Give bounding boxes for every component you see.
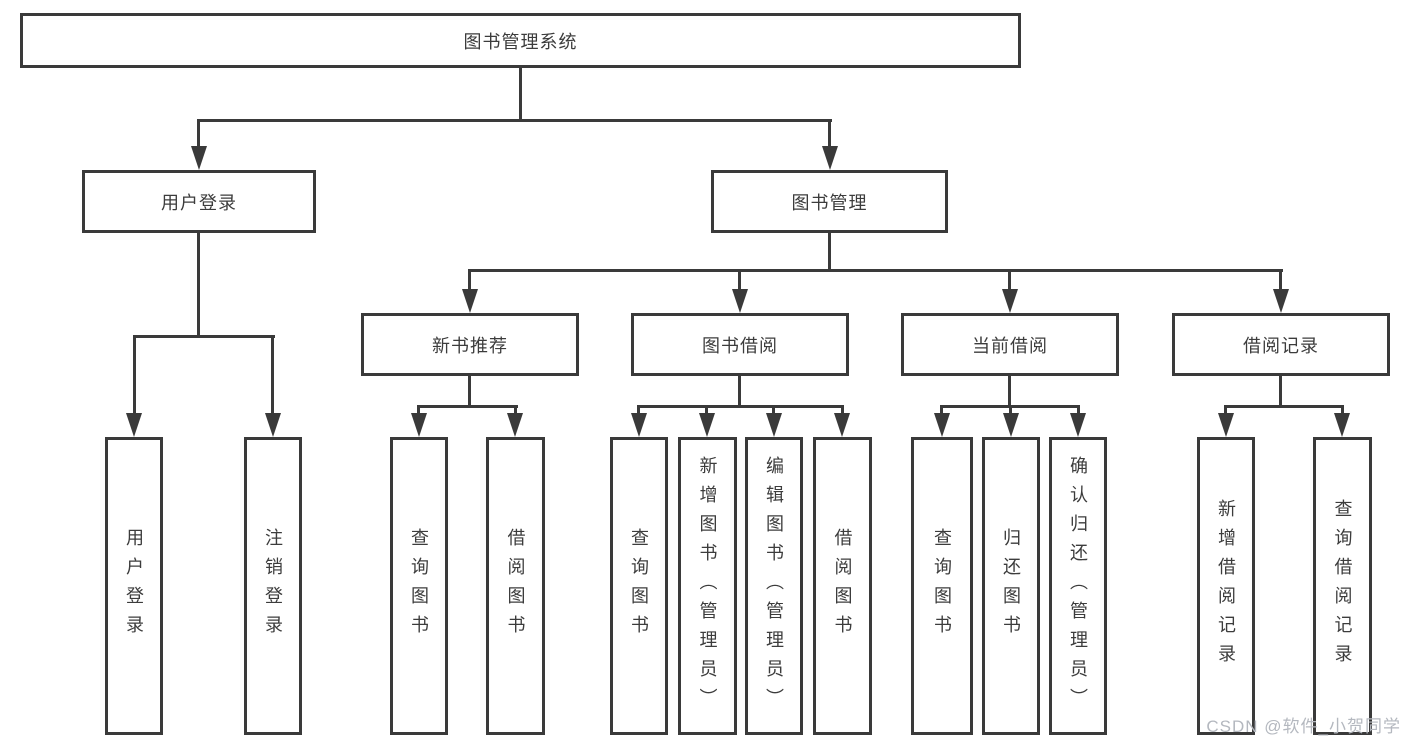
node-borrow-records: 借阅记录 bbox=[1172, 313, 1390, 376]
arrowhead-new-book bbox=[462, 289, 478, 313]
node-book-borrow: 图书借阅 bbox=[631, 313, 849, 376]
leaf-query-books-recommend: 查询图书 bbox=[390, 437, 448, 735]
connector-borrow-records-crossbar bbox=[1224, 405, 1344, 408]
arrowhead-return-books bbox=[1003, 413, 1019, 437]
node-label: 借阅记录 bbox=[1243, 335, 1319, 356]
node-label: 借阅图书 bbox=[505, 528, 526, 644]
connector-drop-add-record bbox=[1224, 405, 1227, 417]
node-label: 新书推荐 bbox=[432, 335, 508, 356]
watermark: CSDN @软件_小贺同学 bbox=[1206, 717, 1401, 736]
leaf-user-login: 用户登录 bbox=[105, 437, 163, 735]
node-label: 查询图书 bbox=[629, 528, 649, 644]
leaf-logout-login: 注销登录 bbox=[244, 437, 302, 735]
connector-drop-query-books-2 bbox=[637, 405, 640, 417]
arrowhead-query-books-3 bbox=[934, 413, 950, 437]
connector-drop-user-login bbox=[197, 119, 200, 149]
arrowhead-query-books-1 bbox=[411, 413, 427, 437]
arrowhead-borrow-records bbox=[1273, 289, 1289, 313]
connector-drop-query-record bbox=[1341, 405, 1344, 417]
connector-new-book-stem bbox=[468, 375, 471, 408]
connector-root-stem bbox=[519, 68, 522, 122]
connector-borrow-records-stem bbox=[1279, 375, 1282, 408]
connector-drop-borrow-books-1 bbox=[514, 405, 517, 417]
connector-book-borrow-stem bbox=[738, 375, 741, 408]
arrowhead-edit-books bbox=[766, 413, 782, 437]
leaf-borrow-books-recommend: 借阅图书 bbox=[486, 437, 545, 735]
arrowhead-leaf-user-login bbox=[126, 413, 142, 437]
node-label: 编辑图书（管理员） bbox=[764, 455, 784, 717]
connector-drop-borrow-books-2 bbox=[841, 405, 844, 417]
connector-book-borrow-crossbar bbox=[637, 405, 844, 408]
connector-drop-return-books bbox=[1009, 405, 1012, 417]
arrowhead-borrow-books-1 bbox=[507, 413, 523, 437]
leaf-query-books-current: 查询图书 bbox=[911, 437, 973, 735]
leaf-borrow-books: 借阅图书 bbox=[813, 437, 872, 735]
node-label: 用户登录 bbox=[124, 528, 144, 644]
arrowhead-add-books bbox=[699, 413, 715, 437]
node-label: 借阅图书 bbox=[832, 528, 853, 644]
connector-drop-book-borrow bbox=[738, 269, 741, 291]
connector-book-management-crossbar bbox=[469, 269, 1283, 272]
node-label: 查询借阅记录 bbox=[1332, 499, 1353, 673]
node-label: 当前借阅 bbox=[972, 335, 1048, 356]
node-label: 归还图书 bbox=[1001, 528, 1021, 644]
node-label: 新增图书（管理员） bbox=[697, 455, 718, 717]
leaf-add-borrow-record: 新增借阅记录 bbox=[1197, 437, 1255, 735]
leaf-confirm-return-admin: 确认归还（管理员） bbox=[1049, 437, 1107, 735]
node-label: 确认归还（管理员） bbox=[1068, 455, 1088, 717]
connector-drop-borrow-records bbox=[1279, 269, 1282, 291]
connector-drop-query-books-3 bbox=[940, 405, 943, 417]
arrowhead-borrow-books-2 bbox=[834, 413, 850, 437]
arrowhead-leaf-logout bbox=[265, 413, 281, 437]
connector-new-book-crossbar bbox=[417, 405, 518, 408]
connector-drop-edit-books bbox=[772, 405, 775, 417]
node-label: 查询图书 bbox=[409, 528, 429, 644]
arrowhead-book-management bbox=[822, 146, 838, 170]
node-current-borrow: 当前借阅 bbox=[901, 313, 1119, 376]
leaf-query-borrow-record: 查询借阅记录 bbox=[1313, 437, 1372, 735]
arrowhead-current-borrow bbox=[1002, 289, 1018, 313]
arrowhead-query-books-2 bbox=[631, 413, 647, 437]
connector-drop-book-management bbox=[828, 119, 831, 149]
node-user-login: 用户登录 bbox=[82, 170, 316, 233]
node-book-management: 图书管理 bbox=[711, 170, 948, 233]
connector-drop-add-books bbox=[705, 405, 708, 417]
connector-drop-leaf-logout bbox=[271, 335, 274, 415]
node-label: 用户登录 bbox=[161, 192, 237, 213]
connector-user-login-crossbar bbox=[133, 335, 275, 338]
connector-book-management-stem bbox=[828, 233, 831, 272]
node-label: 图书管理系统 bbox=[463, 31, 578, 52]
connector-root-crossbar bbox=[197, 119, 832, 122]
arrowhead-query-record bbox=[1334, 413, 1350, 437]
node-label: 注销登录 bbox=[263, 528, 283, 644]
connector-user-login-stem bbox=[197, 233, 200, 338]
node-label: 图书管理 bbox=[791, 192, 868, 213]
arrowhead-confirm-return bbox=[1070, 413, 1086, 437]
node-label: 查询图书 bbox=[932, 528, 952, 644]
leaf-edit-books-admin: 编辑图书（管理员） bbox=[745, 437, 803, 735]
connector-drop-confirm-return bbox=[1077, 405, 1080, 417]
arrowhead-user-login bbox=[191, 146, 207, 170]
connector-current-borrow-stem bbox=[1008, 375, 1011, 408]
leaf-query-books-borrow: 查询图书 bbox=[610, 437, 668, 735]
connector-drop-new-book bbox=[468, 269, 471, 291]
arrowhead-book-borrow bbox=[732, 289, 748, 313]
leaf-add-books-admin: 新增图书（管理员） bbox=[678, 437, 737, 735]
connector-drop-leaf-user-login bbox=[133, 335, 136, 415]
node-new-book-recommend: 新书推荐 bbox=[361, 313, 579, 376]
node-label: 图书借阅 bbox=[702, 335, 778, 356]
arrowhead-add-record bbox=[1218, 413, 1234, 437]
node-label: 新增借阅记录 bbox=[1216, 499, 1236, 673]
connector-drop-query-books-1 bbox=[417, 405, 420, 417]
connector-drop-current-borrow bbox=[1008, 269, 1011, 291]
node-root-library-system: 图书管理系统 bbox=[20, 13, 1021, 68]
leaf-return-books: 归还图书 bbox=[982, 437, 1040, 735]
